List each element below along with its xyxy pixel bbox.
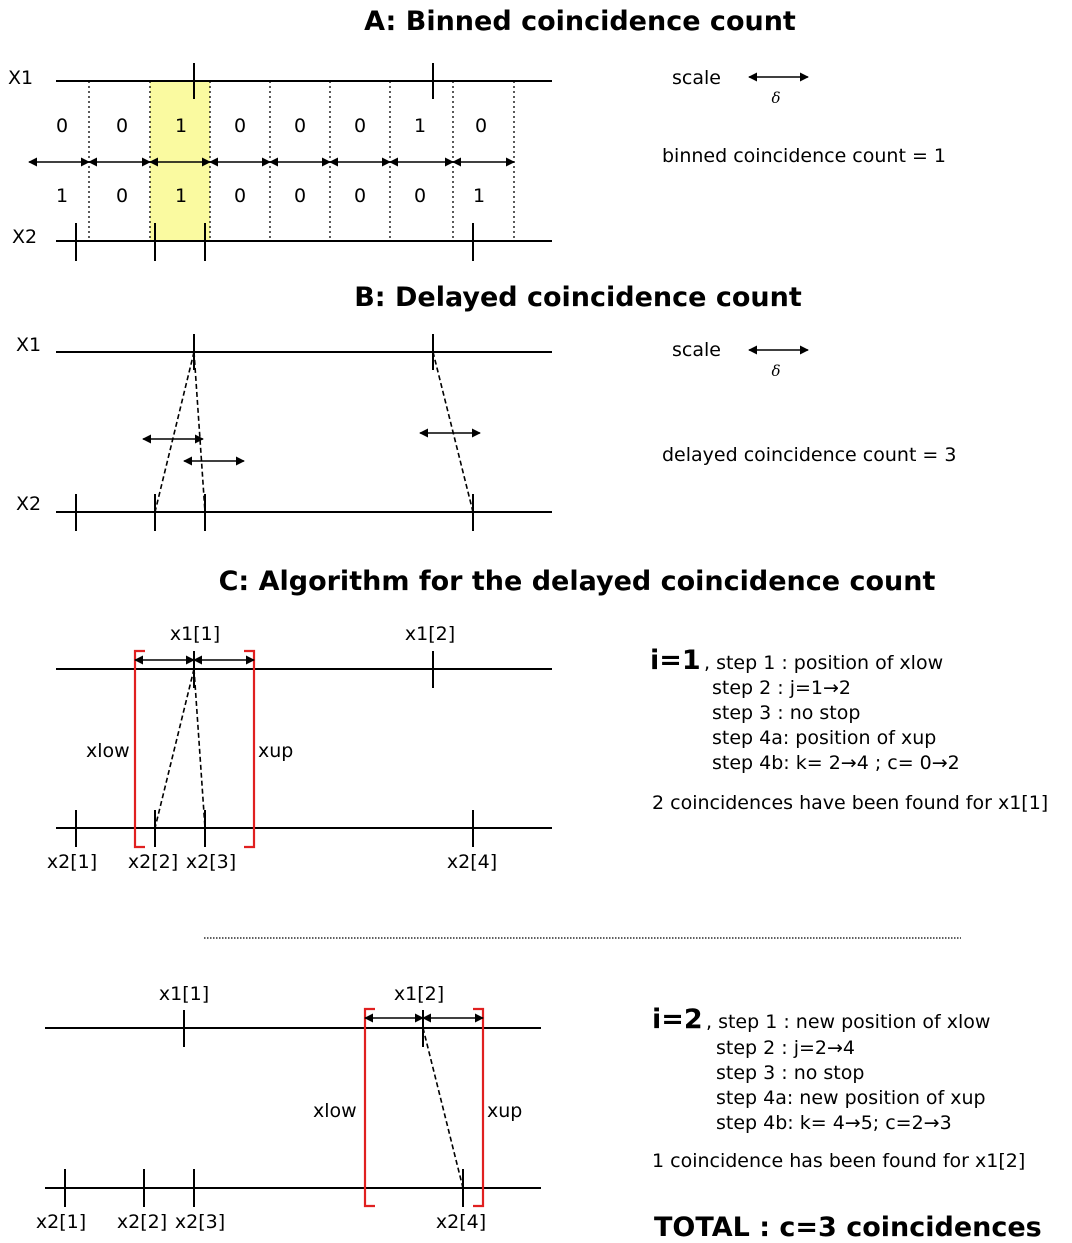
top-bin-count: 1 — [414, 115, 426, 137]
top-bin-count: 0 — [354, 115, 366, 137]
top-bin-count: 0 — [116, 115, 128, 137]
bottom-bin-count: 0 — [294, 185, 306, 207]
x1-spike-label: x1[2] — [394, 983, 444, 1005]
iter2-found: 1 coincidence has been found for x1[2] — [652, 1150, 1025, 1172]
panel-a-delta: δ — [771, 89, 780, 107]
iter1-i-label: i=1 — [650, 645, 701, 676]
panel-b-x1-label: X1 — [16, 334, 41, 356]
top-bin-counts: 0 0 1 0 0 0 1 0 — [56, 115, 487, 137]
panel-a-scale-label: scale — [672, 67, 721, 89]
x1-spike-label: x1[1] — [159, 983, 209, 1005]
bottom-bin-count: 0 — [354, 185, 366, 207]
panel-b-x2-label: X2 — [16, 493, 41, 515]
iter2-step: step 3 : no stop — [716, 1062, 864, 1084]
bottom-bin-count: 0 — [116, 185, 128, 207]
panel-b: B: Delayed coincidence count X1 X2 scale — [16, 282, 956, 531]
bottom-bin-count: 0 — [234, 185, 246, 207]
panel-a-x2-label: X2 — [12, 226, 37, 248]
iter2-i-label: i=2 — [652, 1004, 703, 1035]
panel-b-x2-spikes — [75, 494, 474, 531]
panel-a-title: A: Binned coincidence count — [364, 6, 796, 37]
x2-spike-label: x2[2] — [128, 851, 178, 873]
x2-spike-label: x2[1] — [36, 1211, 86, 1233]
binned-count-result: binned coincidence count = 1 — [662, 145, 946, 167]
delay-arrows — [142, 428, 481, 466]
x2-spike-label: x2[1] — [47, 851, 97, 873]
xlow-label: xlow — [86, 740, 130, 762]
iter2-step: step 4b: k= 4→5; c=2→3 — [716, 1112, 952, 1134]
iter1-step: step 3 : no stop — [712, 702, 860, 724]
panel-a-x1-label: X1 — [8, 67, 33, 89]
total-coincidences: TOTAL : c=3 coincidences — [654, 1212, 1042, 1243]
highlighted-bin — [150, 81, 210, 241]
iter1-window-brackets — [133, 649, 256, 849]
delayed-count-result: delayed coincidence count = 3 — [662, 444, 956, 466]
iter1-coincidence-links — [154, 668, 206, 829]
xup-label: xup — [487, 1100, 522, 1122]
top-bin-count: 0 — [56, 115, 68, 137]
x1-spike-label: x1[1] — [170, 623, 220, 645]
iteration-1-diagram: x1[1] x1[2] xlow xup x2[1] x2 — [47, 623, 552, 873]
bottom-bin-count: 1 — [175, 185, 187, 207]
iter1-step: step 4b: k= 2→4 ; c= 0→2 — [712, 752, 960, 774]
iter2-step: step 2 : j=2→4 — [716, 1037, 855, 1059]
top-bin-count: 0 — [294, 115, 306, 137]
panel-b-scale-label: scale — [672, 339, 721, 361]
panel-c-title: C: Algorithm for the delayed coincidence… — [219, 566, 936, 597]
panel-a: A: Binned coincidence count X1 X2 — [8, 6, 946, 261]
xlow-label: xlow — [313, 1100, 357, 1122]
iter2-step: step 4a: new position of xup — [716, 1087, 986, 1109]
iter1-step: step 2 : j=1→2 — [712, 677, 851, 699]
iter1-found: 2 coincidences have been found for x1[1] — [652, 792, 1048, 814]
x2-spike-label: x2[2] — [117, 1211, 167, 1233]
x1-spike-label: x1[2] — [405, 623, 455, 645]
iter2-coincidence-link — [422, 1027, 464, 1189]
iteration-2-steps: i=2 , step 1 : new position of xlow step… — [652, 1004, 1025, 1172]
bottom-bin-count: 0 — [414, 185, 426, 207]
iteration-2-diagram: x1[1] x1[2] xlow xup x2[1] x2[2] x2[3] x — [36, 983, 541, 1233]
iter1-step: step 4a: position of xup — [712, 727, 936, 749]
x2-spike-label: x2[4] — [436, 1211, 486, 1233]
iteration-1-steps: i=1 , step 1 : position of xlow step 2 :… — [650, 645, 1048, 814]
x2-spike-label: x2[4] — [447, 851, 497, 873]
bottom-bin-count: 1 — [473, 185, 485, 207]
xup-label: xup — [258, 740, 293, 762]
x2-spike-label: x2[3] — [175, 1211, 225, 1233]
top-bin-count: 0 — [234, 115, 246, 137]
panel-a-x2-spikes — [75, 223, 474, 261]
panel-b-title: B: Delayed coincidence count — [354, 282, 802, 313]
bottom-bin-counts: 1 0 1 0 0 0 0 1 — [56, 185, 485, 207]
iter2-step-1: , step 1 : new position of xlow — [706, 1011, 990, 1033]
top-bin-count: 0 — [475, 115, 487, 137]
iter1-x2-spikes — [75, 810, 474, 847]
bottom-bin-count: 1 — [56, 185, 68, 207]
x2-spike-label: x2[3] — [186, 851, 236, 873]
iter1-step-1: , step 1 : position of xlow — [704, 652, 943, 674]
top-bin-count: 1 — [175, 115, 187, 137]
panel-a-x1-spikes — [193, 63, 434, 99]
coincidence-links — [154, 351, 474, 513]
iter2-window-brackets — [363, 1007, 485, 1208]
panel-b-delta: δ — [771, 362, 780, 380]
